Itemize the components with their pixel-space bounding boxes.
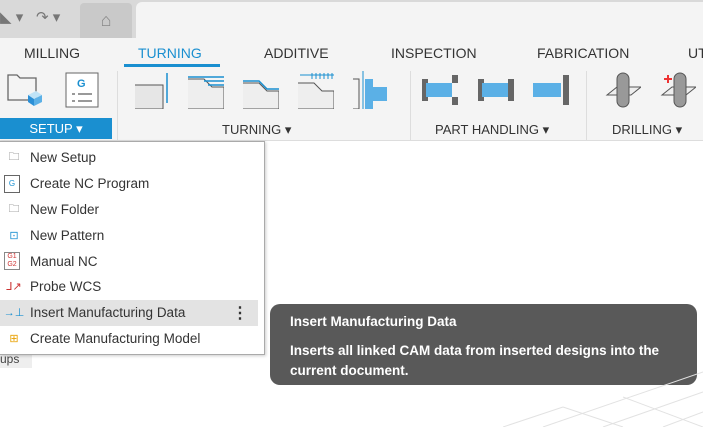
- part-handling-group-dropdown[interactable]: PART HANDLING ▾: [435, 122, 550, 137]
- home-icon: ⌂: [100, 10, 112, 30]
- tab-additive[interactable]: ADDITIVE: [264, 45, 329, 61]
- tab-turning[interactable]: TURNING: [138, 45, 202, 61]
- menu-item-label: Insert Manufacturing Data: [30, 305, 186, 321]
- new-setup-icon[interactable]: [6, 71, 42, 109]
- face-icon[interactable]: [133, 71, 169, 109]
- menu-item-new-folder[interactable]: 🗀 New Folder: [0, 197, 264, 223]
- new-setup-icon: 🗀: [8, 151, 20, 164]
- part-pull-icon[interactable]: [478, 71, 514, 109]
- menu-item-new-pattern[interactable]: ⊡ New Pattern: [0, 222, 264, 248]
- menu-item-new-setup[interactable]: 🗀 New Setup: [0, 145, 264, 171]
- insert-manufacturing-data-icon: →⊥: [3, 307, 25, 320]
- more-options-icon[interactable]: ⋮: [232, 304, 248, 322]
- tab-inspection[interactable]: INSPECTION: [391, 45, 477, 61]
- separator: [586, 71, 587, 141]
- menu-item-label: New Folder: [30, 201, 100, 217]
- menu-item-create-nc-program[interactable]: G Create NC Program: [0, 171, 264, 197]
- viewport-grid: [503, 371, 703, 427]
- menu-item-create-manufacturing-model[interactable]: ⊞ Create Manufacturing Model: [0, 326, 264, 352]
- tooltip-description: Inserts all linked CAM data from inserte…: [290, 343, 660, 378]
- manufacturing-model-icon: ⊞: [9, 332, 19, 345]
- part-cutoff-icon[interactable]: [533, 71, 569, 109]
- profile-roughing-icon[interactable]: [188, 71, 224, 109]
- groove-icon[interactable]: [353, 71, 389, 109]
- tooltip-title: Insert Manufacturing Data: [290, 314, 457, 329]
- menu-item-label: Create NC Program: [30, 176, 150, 192]
- drilling-group-dropdown[interactable]: DRILLING ▾: [612, 122, 683, 137]
- home-button[interactable]: ⌂: [80, 3, 132, 38]
- title-bar: ◣ ▾ ↷ ▾ ⌂: [0, 0, 703, 38]
- part-transfer-icon[interactable]: [422, 71, 458, 109]
- menu-item-label: Probe WCS: [30, 279, 102, 295]
- probe-wcs-icon: ⅃↗: [6, 281, 22, 294]
- tab-fabrication[interactable]: FABRICATION: [537, 45, 630, 61]
- tab-milling[interactable]: MILLING: [24, 45, 81, 61]
- folder-icon: 🗀: [8, 202, 20, 215]
- menu-item-label: Manual NC: [30, 253, 98, 269]
- turning-group-dropdown[interactable]: TURNING ▾: [222, 122, 292, 137]
- setup-group-dropdown[interactable]: SETUP ▾: [0, 118, 112, 139]
- document-tab[interactable]: [136, 2, 703, 38]
- tab-utilities[interactable]: UT: [688, 45, 703, 61]
- drill-icon[interactable]: [605, 71, 641, 109]
- drill-add-icon[interactable]: [660, 71, 696, 109]
- menu-item-insert-manufacturing-data[interactable]: →⊥ Insert Manufacturing Data ⋮: [0, 299, 258, 326]
- undo-icon[interactable]: ◣ ▾: [0, 9, 24, 26]
- ribbon: MILLING TURNING ADDITIVE INSPECTION FABR…: [0, 38, 703, 141]
- nc-program-icon: G: [4, 174, 20, 193]
- adaptive-roughing-icon[interactable]: [298, 71, 334, 109]
- svg-text:G: G: [77, 78, 86, 90]
- menu-item-probe-wcs[interactable]: ⅃↗ Probe WCS: [0, 274, 264, 300]
- setup-dropdown-menu: 🗀 New Setup G Create NC Program 🗀 New Folde…: [0, 141, 265, 355]
- active-tab-indicator: [124, 64, 220, 67]
- menu-item-label: Create Manufacturing Model: [30, 330, 201, 346]
- redo-icon[interactable]: ↷ ▾: [36, 9, 61, 26]
- nc-program-icon[interactable]: G: [64, 71, 100, 109]
- separator: [117, 71, 118, 141]
- separator: [410, 71, 411, 141]
- profile-finishing-icon[interactable]: [243, 71, 279, 109]
- tooltip: Insert Manufacturing Data Inserts all li…: [270, 304, 697, 385]
- pattern-icon: ⊡: [9, 229, 19, 242]
- menu-item-label: New Pattern: [30, 227, 105, 243]
- menu-item-label: New Setup: [30, 150, 97, 166]
